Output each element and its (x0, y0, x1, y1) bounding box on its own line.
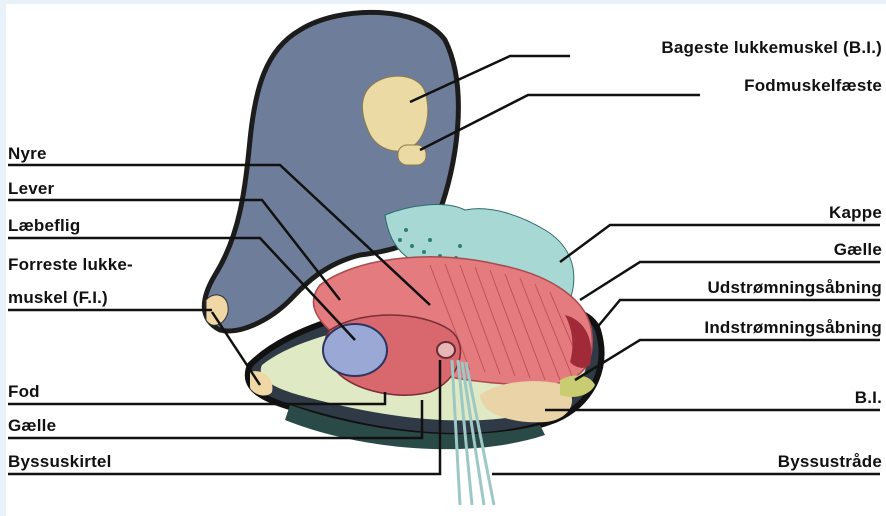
label-laebeflig: Læbeflig (8, 216, 80, 235)
foot-lobe (323, 324, 387, 376)
label-udstromningsabning: Udstrømningsåbning (707, 278, 882, 297)
label-lever: Lever (8, 179, 54, 198)
label-fodmuskelfaeste: Fodmuskelfæste (744, 76, 882, 95)
label-gaelle-left: Gælle (8, 416, 56, 435)
label-forreste-line2: muskel (F.I.) (8, 288, 108, 307)
label-nyre: Nyre (8, 144, 47, 163)
label-kappe: Kappe (829, 203, 882, 222)
label-indstromningsabning: Indstrømningsåbning (704, 318, 882, 337)
label-bi: B.I. (855, 388, 882, 407)
gill-knob (437, 342, 455, 358)
line-indstrom (575, 340, 880, 380)
label-byssustraade: Byssustråde (778, 452, 882, 471)
label-fod: Fod (8, 382, 40, 401)
line-fodmuskel (420, 95, 700, 150)
line-kappe (560, 225, 880, 262)
label-bageste-lukkemuskel: Bageste lukkemuskel (B.I.) (661, 38, 882, 57)
label-forreste-line1: Forreste lukke- (8, 255, 133, 274)
label-byssuskirtel: Byssuskirtel (8, 452, 112, 471)
label-gaelle-right: Gælle (834, 240, 882, 259)
